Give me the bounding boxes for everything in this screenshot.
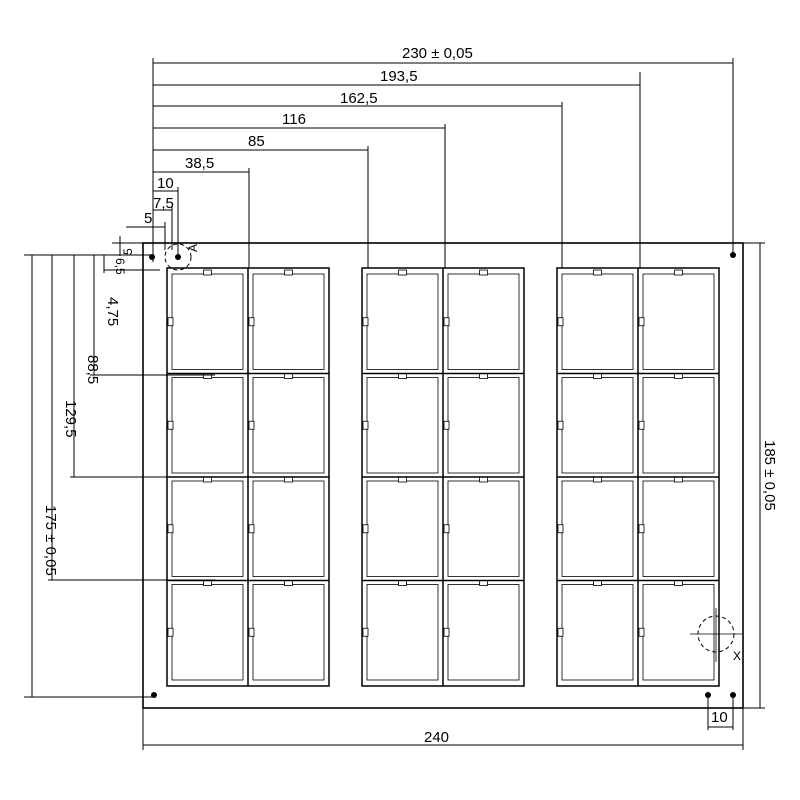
cell-tab	[203, 269, 212, 276]
cell-tab	[638, 524, 645, 534]
axis-label-x: X	[733, 649, 741, 663]
cell-tab	[362, 524, 369, 534]
dim-240: 240	[424, 729, 449, 746]
cell-tab	[557, 627, 564, 637]
cell-tab	[167, 317, 174, 327]
dim-7-5: 7,5	[153, 195, 174, 212]
panel-blocks	[166, 267, 720, 687]
cell-tab	[443, 524, 450, 534]
cell-tab	[362, 420, 369, 430]
cell-tab	[362, 627, 369, 637]
axis-label-y: A	[186, 244, 200, 252]
cell-tab	[674, 269, 683, 276]
origin-circle	[164, 243, 192, 271]
cell-tab	[557, 420, 564, 430]
dim-10-bottom: 10	[711, 709, 728, 726]
cell-tab	[638, 317, 645, 327]
dim-85: 85	[248, 133, 265, 150]
bottom-dimensions: 240 10	[142, 697, 744, 750]
cell-tab	[443, 317, 450, 327]
dim-88-5: 88,5	[84, 355, 101, 384]
cell-tab	[167, 524, 174, 534]
cell-tab	[557, 524, 564, 534]
dim-10: 10	[157, 175, 174, 192]
cell-tab	[248, 420, 255, 430]
cell-tab	[362, 317, 369, 327]
fiducial-top-right	[730, 252, 736, 258]
dim-193-5: 193,5	[380, 68, 418, 85]
cell-tab	[638, 420, 645, 430]
cell-tab	[443, 627, 450, 637]
dim-116: 116	[282, 111, 306, 128]
cell-tab	[638, 627, 645, 637]
dim-230: 230 ± 0,05	[402, 45, 473, 62]
dim-5-vertical: 5	[121, 248, 135, 255]
fiducial-bottom-right-1	[705, 692, 711, 698]
fiducial-bottom-right-2	[730, 692, 736, 698]
dim-6-5: 6,5	[113, 258, 127, 275]
dim-38-5: 38,5	[185, 155, 214, 172]
cell-tab	[443, 420, 450, 430]
cell-tab	[167, 627, 174, 637]
fiducial-bottom-left	[151, 692, 157, 698]
panel-block-3	[556, 267, 720, 687]
cell-tab	[248, 524, 255, 534]
dim-129-5: 129,5	[62, 400, 79, 438]
panel-block-2	[361, 267, 525, 687]
cell-tab	[284, 269, 293, 276]
cell-tab	[557, 317, 564, 327]
dim-4-75: 4,75	[104, 297, 121, 326]
cell-tab	[398, 269, 407, 276]
top-dimensions: 230 ± 0,05 193,5 162,5 116 85 38,5 10 7,…	[112, 45, 734, 268]
dim-185: 185 ± 0,05	[761, 440, 778, 511]
left-dimensions: 175 ± 0,05 129,5 88,5 4,75 6,5	[24, 254, 215, 698]
cell-tab	[248, 627, 255, 637]
cell-tab	[593, 269, 602, 276]
cell-tab	[167, 420, 174, 430]
cell-tab	[248, 317, 255, 327]
cell-tab	[479, 269, 488, 276]
dim-162-5: 162,5	[340, 90, 378, 107]
dim-175: 175 ± 0,05	[42, 505, 59, 576]
dim-5-horizontal: 5	[144, 210, 152, 227]
right-dimension: 185 ± 0,05	[743, 242, 778, 709]
